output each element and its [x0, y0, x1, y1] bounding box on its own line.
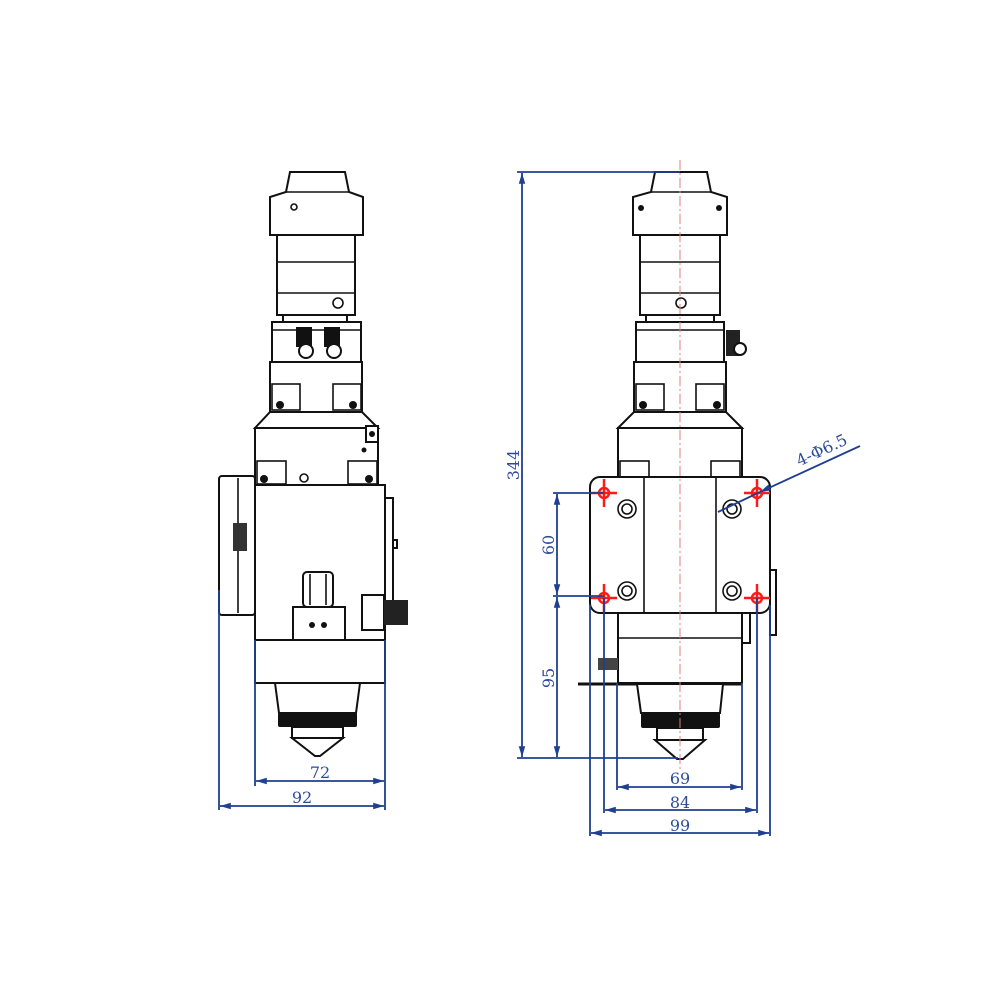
side-view	[218, 171, 408, 757]
screw-icon	[332, 297, 344, 309]
front-view	[578, 160, 777, 770]
dimension-label-69: 69	[670, 769, 690, 788]
dimension-label-99: 99	[670, 816, 690, 835]
side-dimensions: 72 92	[218, 590, 386, 810]
dimension-label-60: 60	[539, 535, 558, 555]
dimension-label-72: 72	[310, 763, 330, 782]
dimension-label-95: 95	[539, 668, 558, 688]
dimension-label-344: 344	[504, 450, 523, 481]
dimension-label-92: 92	[292, 788, 312, 807]
dimension-label-84: 84	[670, 793, 690, 812]
